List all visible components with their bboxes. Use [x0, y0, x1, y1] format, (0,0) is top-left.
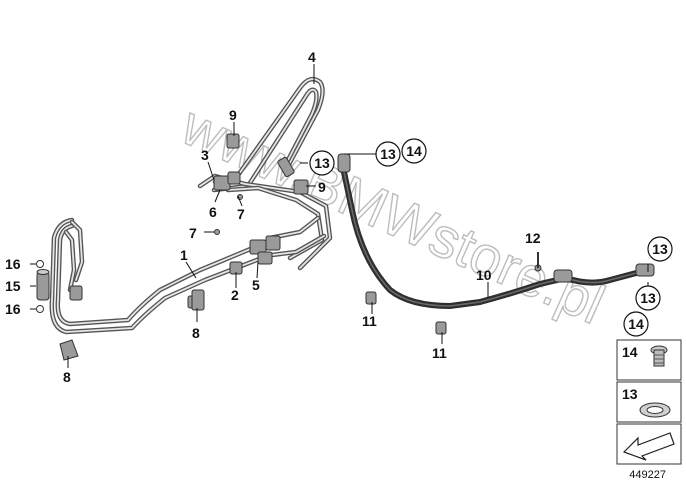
- callout-9-upper: 9: [229, 107, 237, 123]
- callout-2: 2: [231, 287, 239, 303]
- callout-11-left: 11: [362, 313, 377, 329]
- callout-16-lower: 16: [5, 301, 21, 317]
- callout-7-right: 7: [237, 206, 245, 222]
- arrow-icon: [622, 432, 675, 461]
- callout-14-top: 14: [406, 143, 422, 159]
- callout-12: 12: [525, 230, 541, 246]
- brake-pipe-upper-loop: [211, 76, 325, 193]
- legend-panel: 14 13 449227: [616, 339, 682, 481]
- callout-10: 10: [476, 267, 492, 283]
- callout-13-right-bottom: 13: [640, 290, 656, 306]
- callout-7-left: 7: [189, 225, 197, 241]
- callout-15: 15: [5, 278, 21, 294]
- bracket-parts: [59, 133, 542, 361]
- callout-16-upper: 16: [5, 256, 21, 272]
- callout-13-top: 13: [380, 146, 396, 162]
- callout-6: 6: [209, 204, 217, 220]
- callout-5: 5: [252, 277, 260, 293]
- brake-hose: [337, 153, 655, 310]
- pipe-connectors: [187, 235, 281, 309]
- callout-9-lower: 9: [318, 179, 326, 195]
- legend-14-label: 14: [622, 344, 638, 360]
- callout-13-right-top: 13: [652, 241, 668, 257]
- callout-8-center: 8: [192, 325, 200, 341]
- callout-4: 4: [308, 49, 316, 65]
- callout-8-left: 8: [63, 369, 71, 385]
- callout-3: 3: [201, 147, 209, 163]
- brake-pipe-lower: [49, 217, 265, 335]
- leader-lines: [30, 64, 649, 368]
- banjo-bolt-icon: [650, 345, 668, 367]
- sleeve-parts: [36, 260, 50, 313]
- circled-callouts: 13 13 14 13 13 14: [309, 138, 673, 337]
- callout-13-left: 13: [314, 155, 330, 171]
- callout-labels: 4 9 3 9 6 7 7 1 2 5 8 8 16 15 16 10 12 1…: [5, 49, 541, 385]
- callout-14-right: 14: [628, 316, 644, 332]
- legend-13-label: 13: [622, 386, 638, 402]
- diagram-number: 449227: [629, 469, 666, 481]
- callout-11-right: 11: [432, 345, 447, 361]
- sealing-ring-icon: [639, 402, 671, 418]
- callout-1: 1: [180, 247, 188, 263]
